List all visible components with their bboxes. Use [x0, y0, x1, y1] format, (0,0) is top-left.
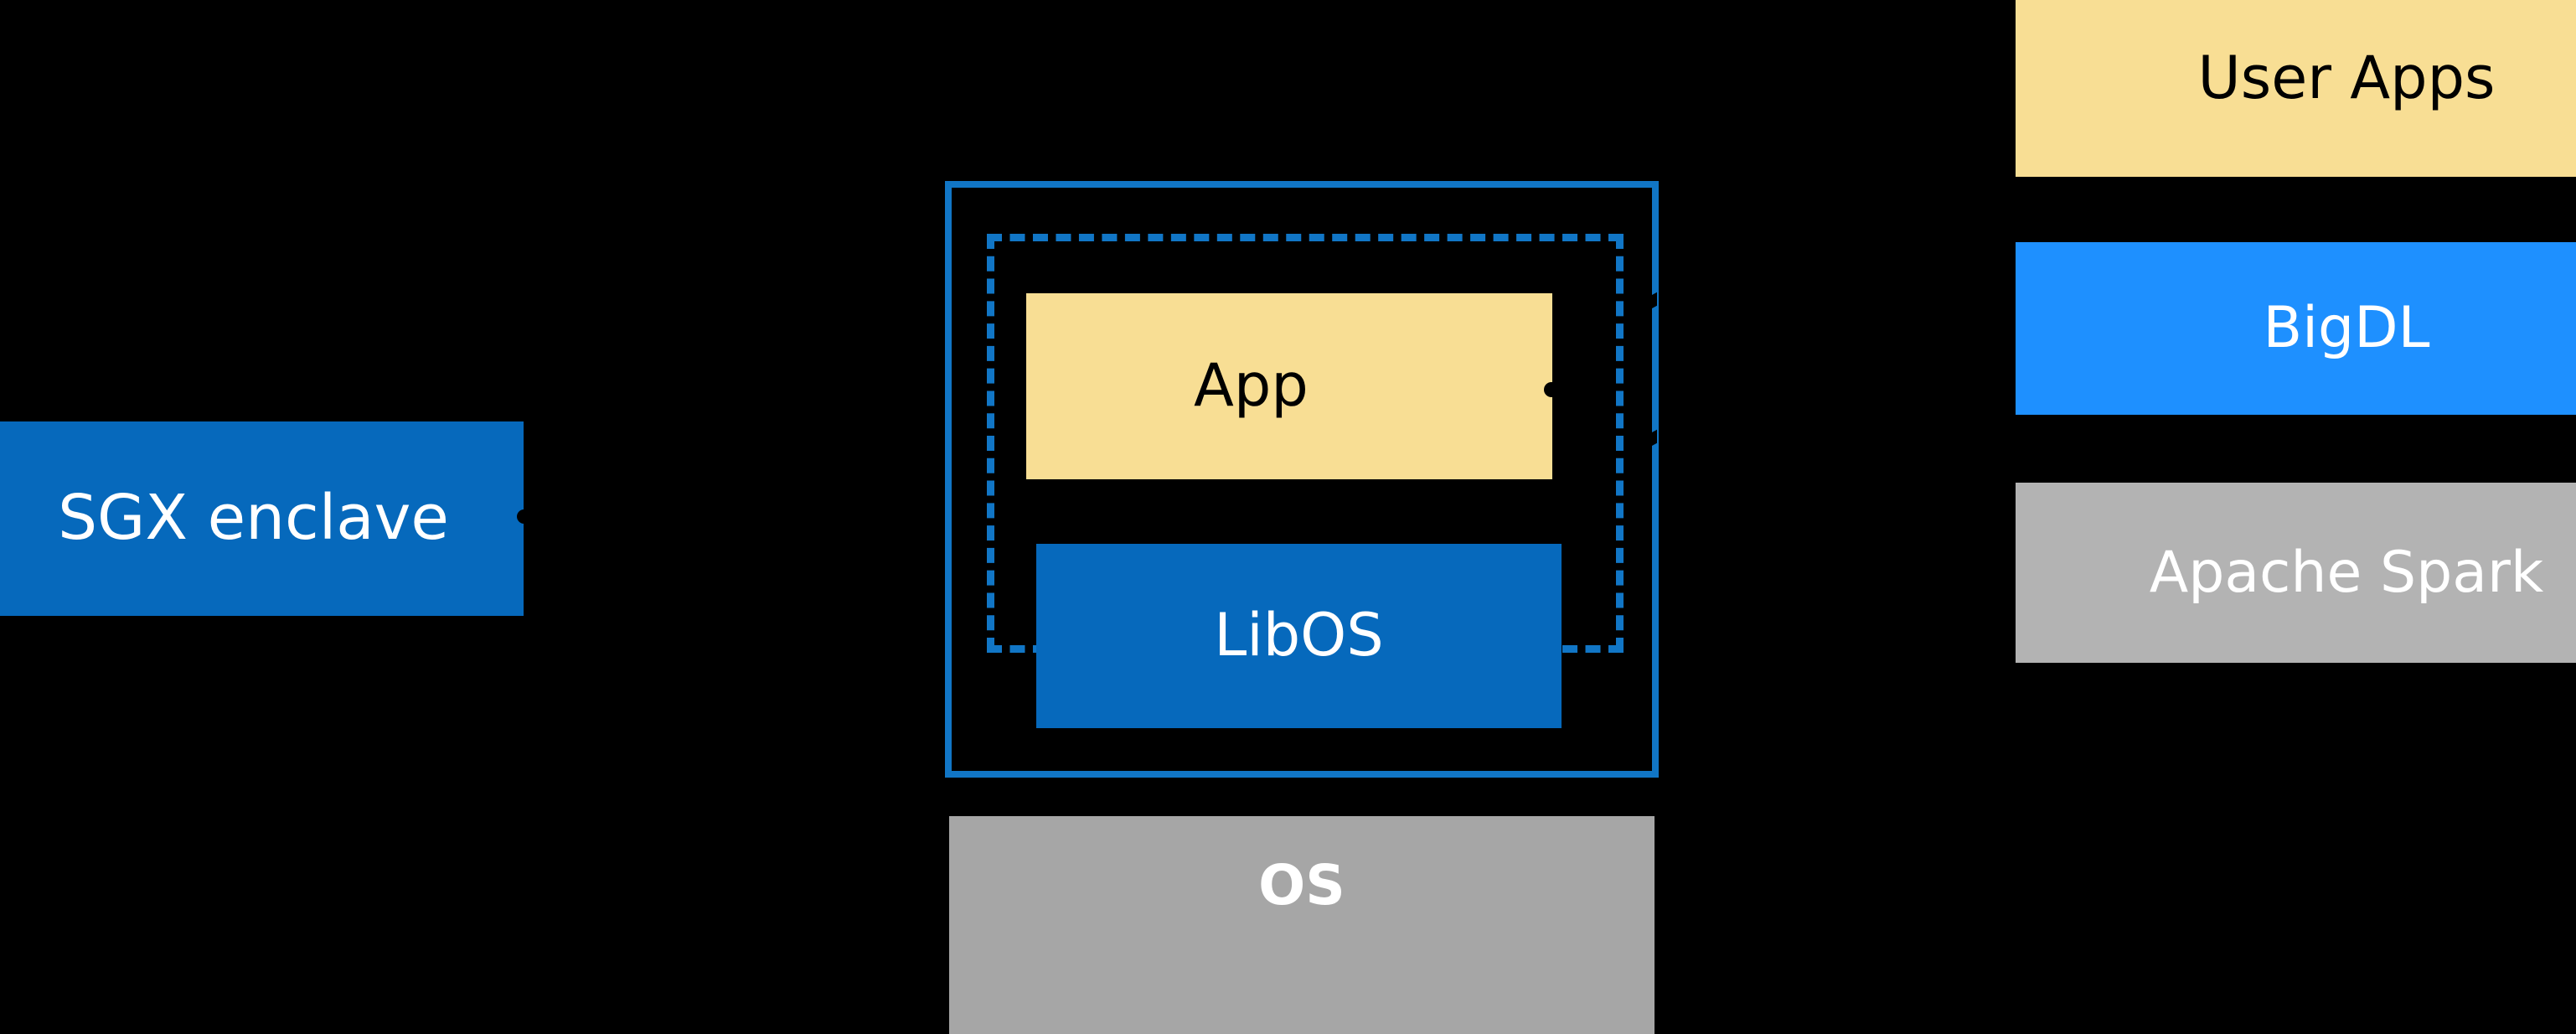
libos-box[interactable]: LibOS [1036, 544, 1562, 728]
apache-spark-box[interactable]: Apache Spark [2016, 483, 2576, 663]
sgx-enclave-box[interactable]: SGX enclave [0, 421, 524, 616]
sgx-enclave-connector-dot [517, 509, 531, 524]
app-connector-dot [1544, 382, 1559, 397]
user-apps-label: User Apps [2197, 43, 2496, 112]
app-box[interactable]: App [1026, 293, 1552, 479]
sgx-enclave-label: SGX enclave [58, 482, 449, 555]
enclave-container-outline [945, 181, 1659, 778]
os-box[interactable]: OS [949, 816, 1655, 1034]
bigdl-label: BigDL [2263, 295, 2430, 362]
apache-spark-label: Apache Spark [2149, 539, 2544, 606]
bigdl-box[interactable]: BigDL [2016, 242, 2576, 415]
libos-label: LibOS [1214, 601, 1384, 670]
app-label: App [1194, 351, 1309, 421]
user-apps-box[interactable]: User Apps [2016, 0, 2576, 177]
os-label: OS [1258, 853, 1345, 918]
